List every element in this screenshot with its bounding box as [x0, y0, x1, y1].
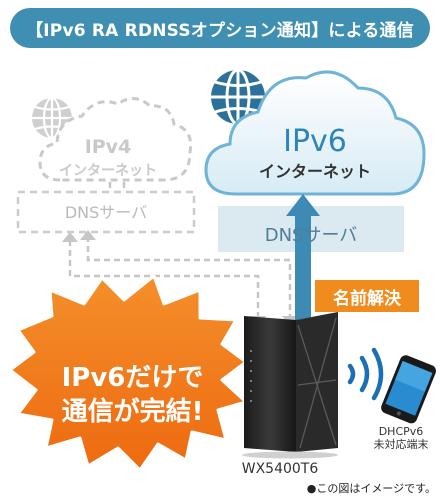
device-label-line1: DHCPv6 [378, 425, 424, 438]
ipv4-cloud-label: IPv4 [84, 136, 132, 158]
burst-shape [8, 274, 248, 472]
dns-server-v6-label: DNSサーバ [264, 225, 358, 246]
device-label-line2: 未対応端末 [373, 438, 429, 451]
burst-text-line2: 通信が完結! [61, 397, 204, 427]
dns-server-v4-label: DNSサーバ [64, 203, 148, 222]
ipv4-cloud-sublabel: インターネット [59, 163, 157, 179]
ipv6-cloud [204, 70, 426, 196]
wifi-waves-icon [347, 347, 384, 401]
footnote: ●この図はイメージです。 [306, 482, 436, 495]
name-resolution-badge: 名前解決 [315, 280, 419, 312]
router-model-label: WX5400T6 [241, 461, 319, 477]
ipv6-route-arrow [286, 194, 320, 330]
ipv4-dashed-arrows [68, 182, 292, 320]
globe-icon-blue [211, 68, 265, 126]
dns-server-v4-box [16, 190, 196, 234]
smartphone-icon [381, 355, 436, 424]
name-resolution-text: 名前解決 [333, 288, 401, 309]
router-icon [242, 312, 338, 459]
title-text: 【IPv6 RA RDNSSオプション通知】による通信 [26, 20, 414, 41]
title-banner: 【IPv6 RA RDNSSオプション通知】による通信 [10, 8, 430, 48]
ipv4-cloud [38, 97, 193, 182]
device-label: DHCPv6 未対応端末 [363, 425, 439, 451]
ipv6-cloud-label: IPv6 [283, 124, 347, 159]
burst-text-line1: IPv6だけで [61, 363, 204, 393]
ipv6-cloud-sublabel: インターネット [258, 162, 371, 181]
